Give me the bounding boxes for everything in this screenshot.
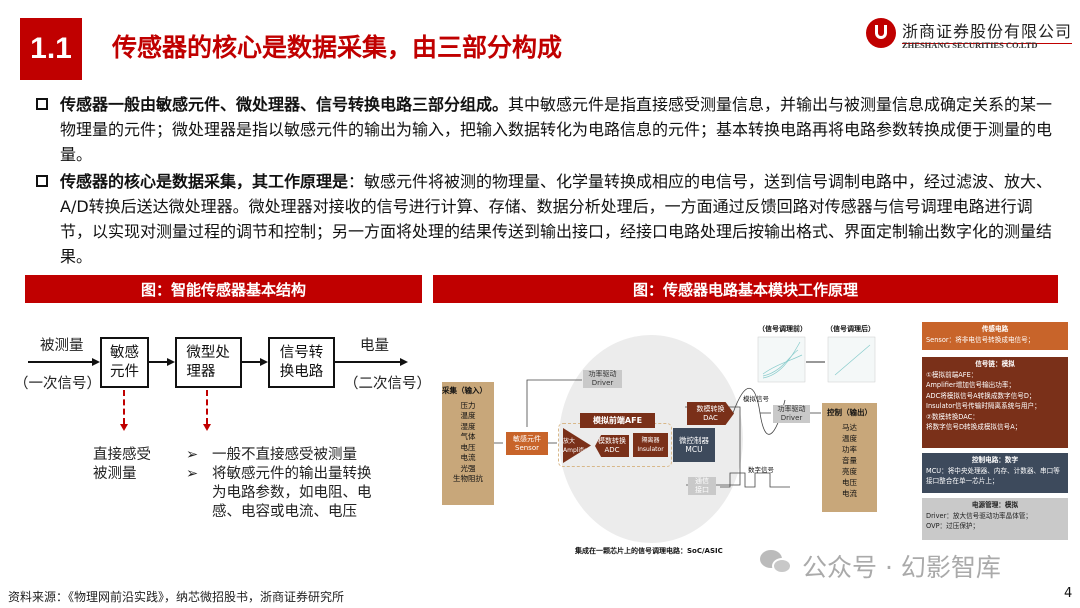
dashed-arrow <box>206 390 208 424</box>
box-microprocessor-label: 微型处理器 <box>186 344 230 380</box>
logo-company-en: ZHESHANG SECURITIES CO.LTD <box>902 40 1038 50</box>
arrow-down-icon <box>203 424 211 431</box>
left-figure-title: 图：智能传感器基本结构 <box>25 275 422 303</box>
comm-interface-block: 通信接口 <box>688 477 716 495</box>
page-title: 传感器的核心是数据采集，由三部分构成 <box>112 33 563 62</box>
box-sensing-element: 敏感元件 <box>100 337 149 388</box>
paragraph-text: 其中敏感元件是指直接感受测量信息，并输出与被测量信息成确定关系的某一物理量的元件… <box>60 95 1053 164</box>
afe-label: 模拟前端AFE <box>580 413 655 428</box>
arrow-down-icon <box>120 424 128 431</box>
arrow-line <box>242 361 260 363</box>
wechat-icon <box>760 548 794 578</box>
bullet-paragraph-1: 传感器一般由敏感元件、微处理器、信号转换电路三部分组成。其中敏感元件是指直接感受… <box>36 92 1056 167</box>
dashed-arrow <box>123 390 125 424</box>
arrow-head-icon <box>92 358 100 366</box>
input-sub: （一次信号） <box>14 376 101 392</box>
arrow-line <box>149 361 167 363</box>
analog-signal-label: 模拟信号 <box>743 395 769 403</box>
output-box: 控制（输出） 马达温度功率音量亮度电压电流 <box>822 403 877 512</box>
paragraph-text: ：敏感元件将被测的物理量、化学量转换成相应的电信号，送到信号调制电路中，经过滤波… <box>60 172 1053 266</box>
output-label: 电量 <box>360 338 389 354</box>
page-number: 4 <box>1064 586 1073 601</box>
source-note: 资料来源：《物理网前沿实践》，纳芯微招股书，浙商证券研究所 <box>8 590 345 604</box>
after-label: （信号调理后） <box>826 325 875 333</box>
paragraph-lead: 传感器的核心是数据采集，其工作原理是 <box>60 172 349 191</box>
output-sub: （二次信号） <box>344 376 431 392</box>
note-processor: ➢一般不直接感受被测量 ➢将敏感元件的输出量转换 为电路参数，如电阻、电 感、电… <box>186 447 372 520</box>
note-sensing: 直接感受被测量 <box>93 447 151 482</box>
body-text: 传感器一般由敏感元件、微处理器、信号转换电路三部分组成。其中敏感元件是指直接感受… <box>36 92 1056 271</box>
input-label: 被测量 <box>40 338 84 354</box>
arrow-line <box>335 361 400 363</box>
input-box: 采集（输入） 压力温度湿度气体电压电流光强生物阻抗 <box>442 382 494 505</box>
logo-icon <box>866 18 896 48</box>
before-label: （信号调理前） <box>758 325 807 333</box>
digital-signal-label: 数字信号 <box>748 466 774 474</box>
arrow-line <box>28 361 92 363</box>
watermark: 公众号 · 幻影智库 <box>802 553 1001 582</box>
section-number: 1.1 <box>20 18 82 80</box>
right-figure-title: 图：传感器电路基本模块工作原理 <box>433 275 1058 303</box>
connector-lines <box>492 336 876 488</box>
arrow-head-icon <box>400 358 408 366</box>
arrow-head-icon <box>167 358 175 366</box>
box-microprocessor: 微型处理器 <box>175 337 242 388</box>
paragraph-lead: 传感器一般由敏感元件、微处理器、信号转换电路三部分组成。 <box>60 95 509 114</box>
bullet-paragraph-2: 传感器的核心是数据采集，其工作原理是：敏感元件将被测的物理量、化学量转换成相应的… <box>36 169 1056 269</box>
logo-company-cn: 浙商证券股份有限公司 <box>902 18 1073 44</box>
box-signal-conversion: 信号转换电路 <box>268 337 335 388</box>
soc-caption: 集成在一颗芯片上的信号调理电路：SoC/ASIC <box>575 547 723 555</box>
arrow-bullet-icon: ➢ <box>186 466 199 482</box>
square-bullet-icon <box>36 98 48 110</box>
arrow-bullet-icon: ➢ <box>186 447 199 463</box>
arrow-head-icon <box>260 358 268 366</box>
square-bullet-icon <box>36 175 48 187</box>
